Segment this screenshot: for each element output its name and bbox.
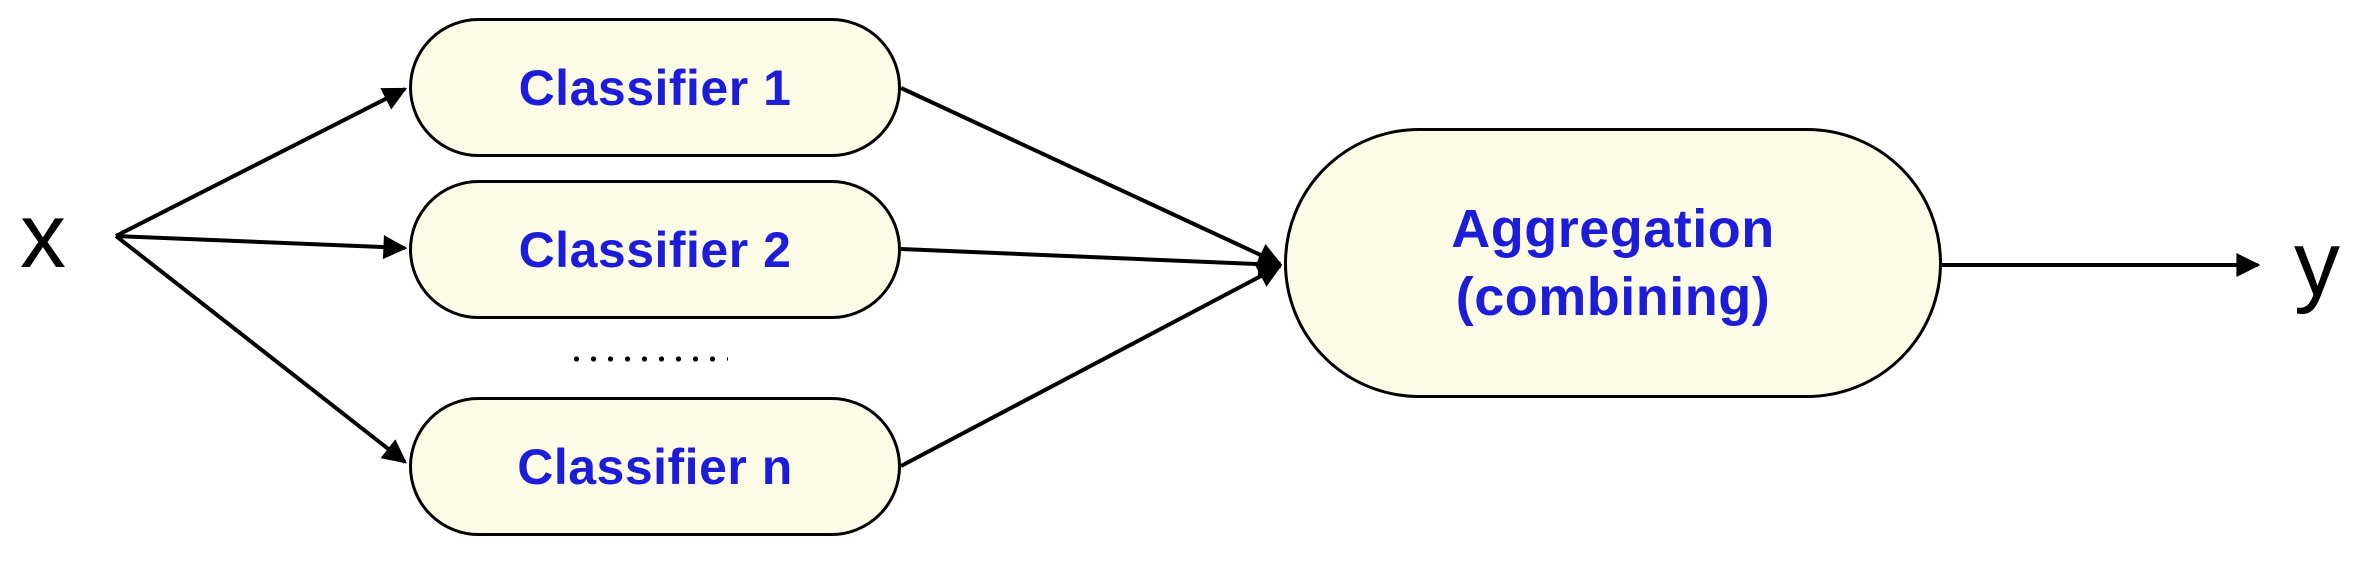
input-x-label: x [20, 185, 66, 287]
arrow-x-to-classifier-2 [115, 234, 408, 260]
arrow-classifier-1-to-aggregation [900, 86, 1283, 266]
classifier-2-node: Classifier 2 [409, 180, 901, 319]
arrow-classifier-2-to-aggregation [900, 247, 1283, 277]
arrow-x-to-classifier-n [114, 234, 407, 464]
output-y-label: y [2294, 213, 2340, 315]
arrow-classifier-n-to-aggregation [900, 264, 1283, 468]
classifier-n-label: Classifier n [517, 438, 793, 495]
classifier-n-node: Classifier n [409, 397, 901, 536]
arrow-x-to-classifier-1 [115, 87, 408, 238]
classifier-2-label: Classifier 2 [518, 221, 792, 278]
classifier-1-node: Classifier 1 [409, 18, 901, 157]
aggregation-label: Aggregation [1451, 199, 1775, 259]
ellipsis-dots [568, 356, 728, 362]
classifier-1-label: Classifier 1 [518, 59, 792, 116]
aggregation-node: Aggregation (combining) [1284, 128, 1942, 398]
aggregation-sublabel: (combining) [1455, 267, 1771, 327]
